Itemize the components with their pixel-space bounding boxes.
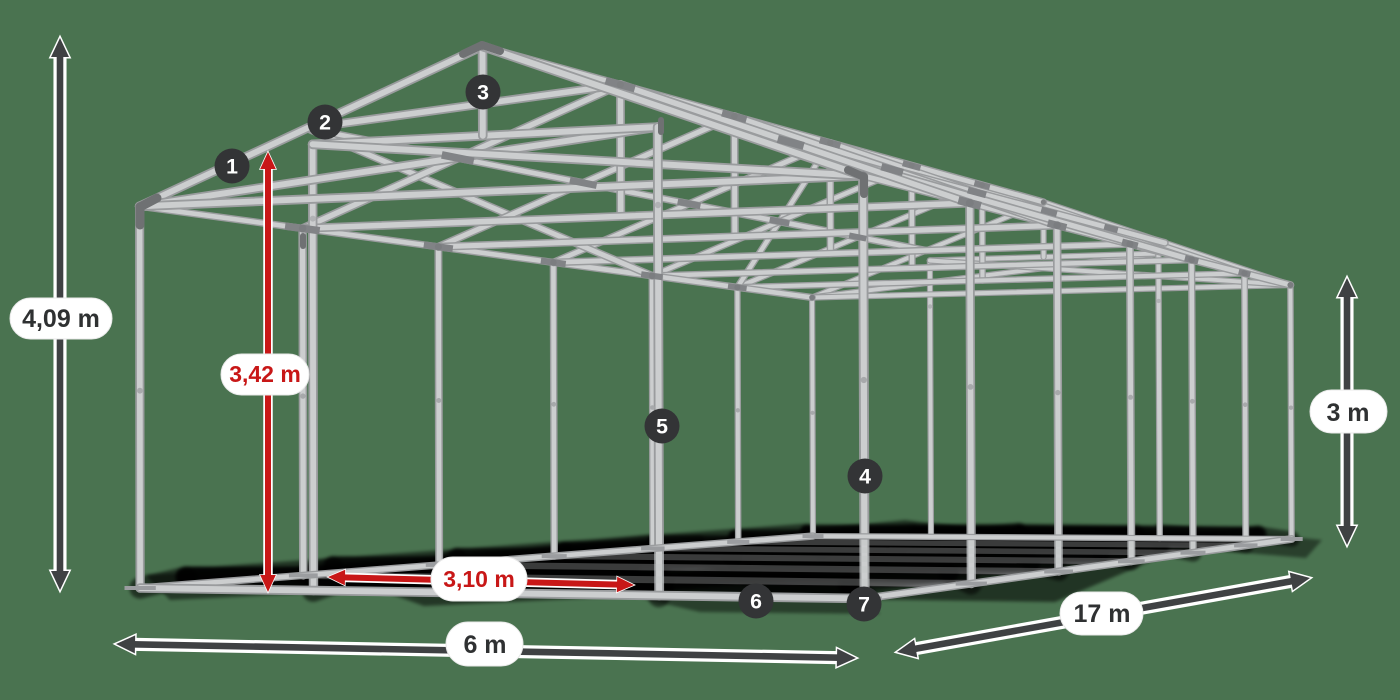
svg-text:1: 1 [226,154,238,178]
svg-text:6 m: 6 m [463,631,506,659]
svg-text:5: 5 [656,414,668,438]
svg-text:3,10 m: 3,10 m [443,566,515,592]
svg-text:3,42 m: 3,42 m [229,361,301,387]
svg-text:2: 2 [319,110,331,134]
svg-text:3: 3 [477,80,489,104]
svg-text:17 m: 17 m [1074,600,1131,628]
svg-text:7: 7 [858,592,870,616]
svg-text:3 m: 3 m [1326,399,1369,427]
svg-text:4,09 m: 4,09 m [22,305,100,333]
svg-text:4: 4 [859,464,871,488]
svg-text:6: 6 [750,589,762,613]
